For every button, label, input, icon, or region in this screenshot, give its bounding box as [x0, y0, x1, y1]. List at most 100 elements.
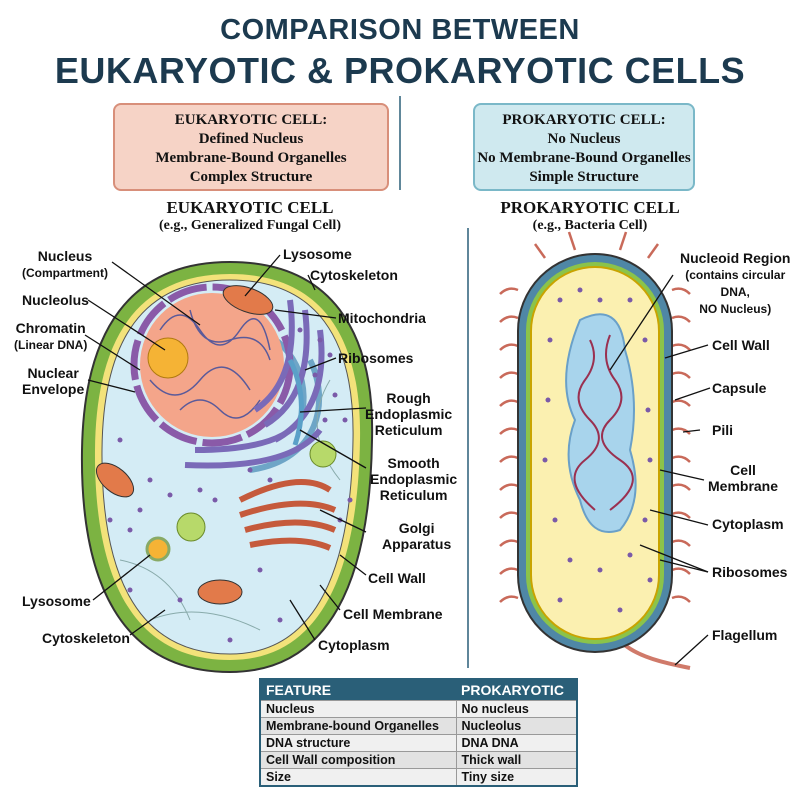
pilus: [499, 315, 519, 323]
header-feature: FEATURE: [260, 679, 456, 701]
pilus: [567, 231, 577, 251]
label-cell-wall: Cell Wall: [368, 570, 426, 586]
table-cell: Nucleolus: [455, 717, 578, 735]
ribosome-dot: [117, 437, 123, 443]
ribosome-dot: [267, 477, 273, 483]
pilus: [646, 243, 660, 259]
pilus: [671, 287, 691, 295]
ribosome-dot: [597, 567, 603, 573]
ribosome-dot: [617, 607, 623, 613]
pilus: [499, 455, 519, 463]
pilus: [499, 567, 519, 575]
pilus: [533, 243, 547, 259]
ribosome-dot: [247, 467, 253, 473]
pilus: [499, 511, 519, 519]
ribosome-dot: [545, 397, 551, 403]
box-line: Membrane-Bound Organelles: [155, 150, 347, 166]
pilus: [499, 483, 519, 491]
label-cytoskeleton-bottom: Cytoskeleton: [42, 630, 130, 646]
pilus: [499, 539, 519, 547]
table-cell: No nucleus: [455, 700, 578, 718]
title-line-1: COMPARISON BETWEEN: [220, 14, 580, 46]
ribosome-dot: [647, 457, 653, 463]
label-ribosomes: Ribosomes: [338, 350, 414, 366]
label-pro-cell-wall: Cell Wall: [712, 337, 770, 353]
ribosome-dot: [327, 352, 333, 358]
pilus: [618, 231, 628, 251]
prokaryotic-heading: PROKARYOTIC CELL: [500, 198, 680, 217]
label-cytoplasm: Cytoplasm: [318, 637, 390, 653]
ribosome-dot: [257, 567, 263, 573]
ribosome-dot: [347, 497, 353, 503]
ribosome-dot: [552, 517, 558, 523]
label-pro-cytoplasm: Cytoplasm: [712, 516, 784, 532]
ribosome-dot: [227, 637, 233, 643]
label-nucleolus: Nucleolus: [22, 292, 89, 308]
pilus: [671, 371, 691, 379]
ribosome-dot: [147, 477, 153, 483]
ribosome-dot: [342, 417, 348, 423]
box-line: No Membrane-Bound Organelles: [477, 150, 691, 166]
box-title: EUKARYOTIC CELL:: [174, 112, 328, 128]
label-nucleus: Nucleus(Compartment): [22, 248, 108, 280]
label-capsule: Capsule: [712, 380, 767, 396]
label-pro-ribosomes: Ribosomes: [712, 564, 788, 580]
ribosome-dot: [322, 417, 328, 423]
label-mitochondria: Mitochondria: [338, 310, 426, 326]
ribosome-dot: [645, 407, 651, 413]
table-cell: DNA DNA: [455, 734, 578, 752]
box-line: Defined Nucleus: [198, 131, 304, 147]
label-lysosome-top: Lysosome: [283, 246, 352, 262]
pilus: [671, 455, 691, 463]
ribosome-dot: [547, 337, 553, 343]
ribosome-dot: [542, 457, 548, 463]
pilus: [671, 511, 691, 519]
ribosome-dot: [642, 337, 648, 343]
eukaryotic-heading: EUKARYOTIC CELL: [166, 198, 334, 217]
label-chromatin: Chromatin(Linear DNA): [14, 320, 88, 352]
ribosome-dot: [297, 327, 303, 333]
ribosome-dot: [127, 527, 133, 533]
prokaryotic-summary-box: PROKARYOTIC CELL: No Nucleus No Membrane…: [473, 103, 695, 191]
ribosome-dot: [312, 372, 318, 378]
prokaryotic-cell-illustration: [499, 231, 691, 670]
eukaryotic-example: (e.g., Generalized Fungal Cell): [159, 218, 341, 233]
box-title: PROKARYOTIC CELL:: [502, 112, 666, 128]
pilus: [671, 595, 691, 603]
ribosome-dot: [317, 337, 323, 343]
label-pili: Pili: [712, 422, 734, 438]
eukaryotic-summary-box: EUKARYOTIC CELL: Defined Nucleus Membran…: [113, 103, 389, 191]
pilus: [499, 427, 519, 435]
table-cell: Cell Wall composition: [259, 751, 457, 769]
pilus: [671, 483, 691, 491]
header-prokaryotic: PROKARYOTIC: [456, 679, 577, 701]
pilus: [671, 343, 691, 351]
table-cell: Thick wall: [455, 751, 578, 769]
pilus: [671, 567, 691, 575]
pilus: [499, 343, 519, 351]
ribosome-dot: [557, 597, 563, 603]
pilus: [499, 595, 519, 603]
ribosome-dot: [557, 297, 563, 303]
ribosome-dot: [197, 487, 203, 493]
ribosome-dot: [627, 552, 633, 558]
ribosome-dot: [127, 587, 133, 593]
prokaryotic-example: (e.g., Bacteria Cell): [532, 218, 648, 233]
pilus: [671, 315, 691, 323]
table-cell: Tiny size: [455, 768, 578, 787]
table-cell: Membrane-bound Organelles: [259, 717, 457, 735]
ribosome-dot: [167, 492, 173, 498]
label-cell-membrane: Cell Membrane: [343, 606, 443, 622]
